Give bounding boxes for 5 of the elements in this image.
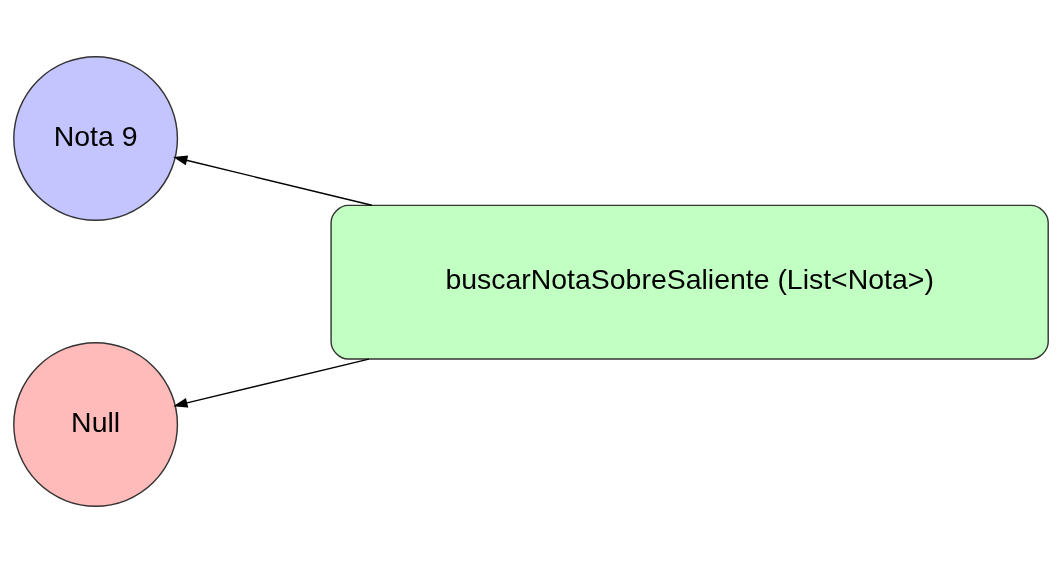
node-box: buscarNotaSobreSaliente (List<Nota>) <box>330 204 1049 360</box>
node-circle: Nota 9 <box>13 55 179 221</box>
node-circle: Null <box>13 341 179 507</box>
arrow <box>173 357 370 408</box>
arrow <box>173 155 373 206</box>
